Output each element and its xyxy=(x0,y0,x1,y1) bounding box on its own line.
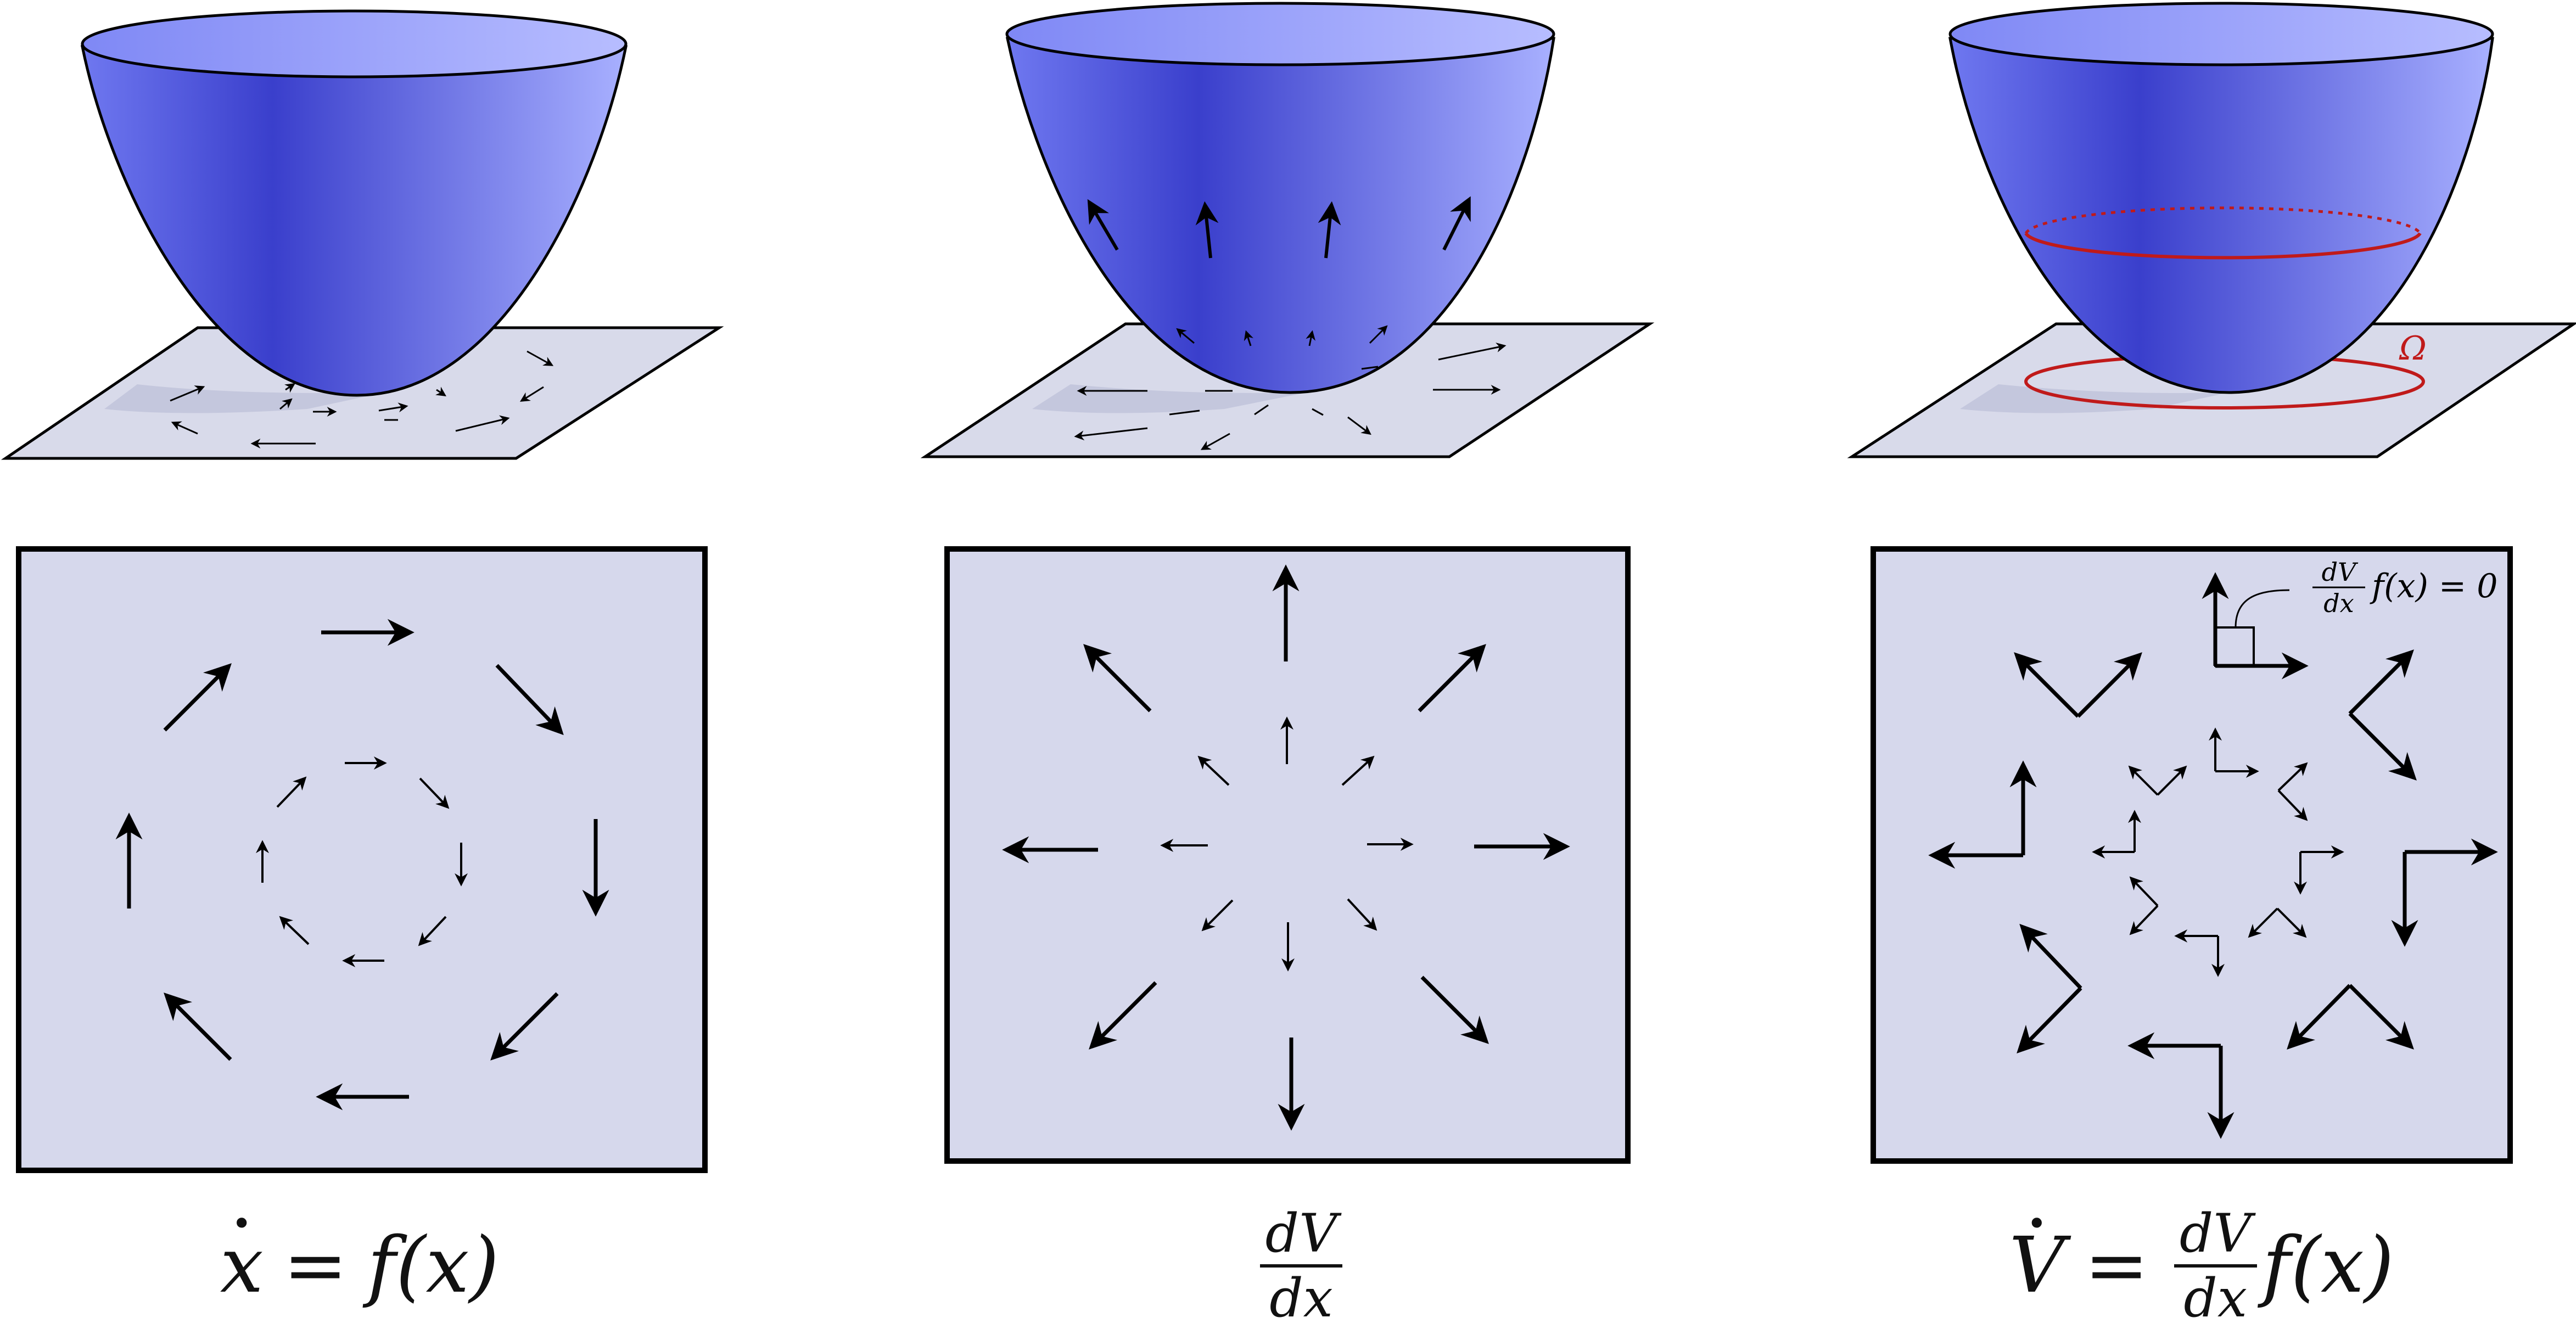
panel-2-inner-arrows xyxy=(1160,716,1414,972)
caption-1-rhs: f(x) xyxy=(367,1220,500,1310)
bowl-1-shadow xyxy=(104,384,384,413)
bowl-1-rim xyxy=(81,9,628,78)
panel-1 xyxy=(16,546,708,1173)
panel-2 xyxy=(944,546,1631,1164)
caption-3-fraction: dV dx xyxy=(2174,1207,2257,1325)
bowl-2-rim xyxy=(1005,2,1555,66)
caption-2-den: dx xyxy=(1269,1267,1333,1329)
caption-3-eq: = xyxy=(2084,1220,2149,1310)
bowl-2-gradient-arrows xyxy=(1087,196,1471,259)
caption-gradient: dV dx xyxy=(1147,1205,1455,1326)
right-angle-mark xyxy=(2214,626,2255,667)
caption-1-eq: = xyxy=(283,1220,348,1310)
bowl-3-body xyxy=(1948,37,2494,394)
annotation-frac-den: dx xyxy=(2323,588,2354,618)
level-curve-back xyxy=(2024,206,2422,234)
annotation-frac-num: dV xyxy=(2322,557,2359,587)
panel-2-outer-arrows xyxy=(1002,564,1570,1131)
bowl-2-body xyxy=(1005,37,1555,394)
bowl-1-group xyxy=(1,9,724,460)
caption-2-fraction: dV dx xyxy=(1259,1207,1343,1329)
bowl-2-group xyxy=(920,2,1655,458)
annotation-text: f(x) = 0 xyxy=(2370,567,2497,605)
panel-1-outer-arrows xyxy=(115,619,609,1111)
caption-dynamics: x = f(x) xyxy=(126,1205,593,1326)
omega-label: Ω xyxy=(2399,329,2427,368)
panel-1-frame xyxy=(16,546,708,1173)
level-curve-front xyxy=(2024,232,2422,260)
panel-3-inner-pairs xyxy=(2092,727,2344,977)
annotation-leader xyxy=(2235,589,2290,628)
bowl-1-plane-arrows xyxy=(170,350,554,448)
orthogonality-annotation: dV dx f(x) = 0 xyxy=(2312,557,2497,618)
caption-3-lhs: V xyxy=(2009,1227,2064,1304)
caption-1-lhs: x xyxy=(220,1227,264,1304)
caption-2-num: dV xyxy=(1259,1207,1343,1268)
bowl-2-small-arrows xyxy=(1176,325,1388,346)
bowl-3-group: Ω xyxy=(1847,2,2576,458)
panel-1-inner-arrows xyxy=(256,756,468,967)
bowl-3-rim xyxy=(1948,2,2494,66)
caption-3-den: dx xyxy=(2183,1267,2247,1329)
caption-lyapunov: V = dV dx f(x) xyxy=(1911,1205,2493,1326)
caption-3-num: dV xyxy=(2174,1207,2257,1268)
bowl-2-plane-arrows xyxy=(1074,343,1507,450)
caption-3-rhs: f(x) xyxy=(2262,1220,2394,1310)
panel-3: dV dx f(x) = 0 xyxy=(1871,546,2513,1164)
bowl-1-body xyxy=(80,45,628,397)
